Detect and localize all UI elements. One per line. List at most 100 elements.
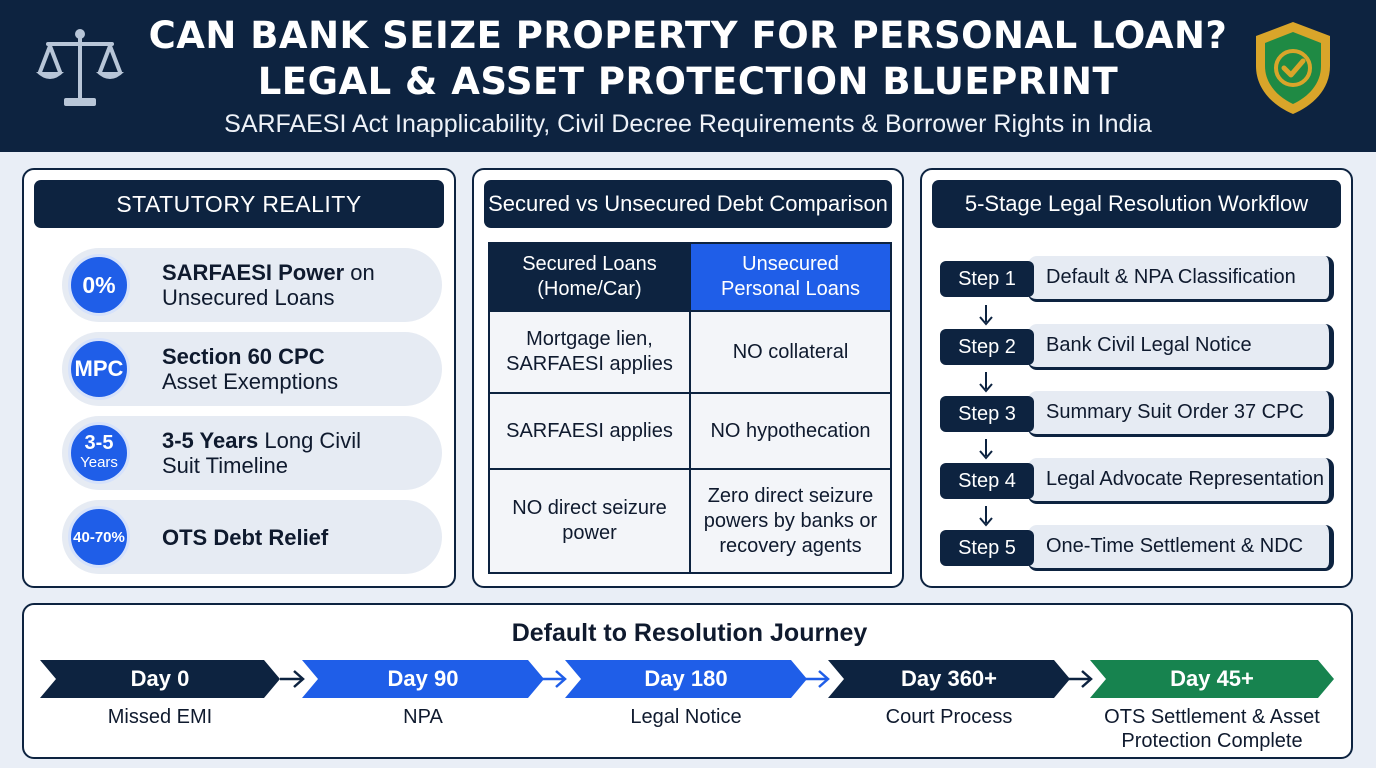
arrow-right-icon [280,670,305,688]
arrow-down-icon [979,439,993,460]
arrow-down-icon [979,372,993,393]
workflow-step: One-Time Settlement & NDC Step 5 [940,525,1336,571]
stat-bold-text: 3-5 Years [162,428,259,453]
stat-item: 40-70% OTS Debt Relief [62,500,442,574]
stat-line2-text: Asset Exemptions [162,369,339,394]
column-header-unsecured: Unsecured Personal Loans [689,242,892,312]
workflow-step-label: Step 1 [940,261,1034,297]
journey-stage-day: Day 90 [302,660,544,698]
workflow-step-label: Step 2 [940,329,1034,365]
stat-badge: 3-5 Years [68,422,130,484]
arrow-right-icon [542,670,567,688]
journey-stage-day: Day 360+ [828,660,1070,698]
stat-line2-text: Unsecured Loans [162,285,335,310]
debt-comparison-panel: Secured vs Unsecured Debt Comparison Sec… [472,168,904,588]
header-line: (Home/Car) [537,278,642,300]
cell-line: NO collateral [732,340,849,363]
panel-heading: 5-Stage Legal Resolution Workflow [932,180,1341,228]
stat-bold-text: Section 60 CPC [162,344,325,369]
header-banner: CAN BANK SEIZE PROPERTY FOR PERSONAL LOA… [0,0,1376,152]
stat-rest-text: Long Civil [258,428,361,453]
stat-badge: 40-70% [68,506,130,568]
legal-workflow-panel: 5-Stage Legal Resolution Workflow Defaul… [920,168,1353,588]
workflow-step: Summary Suit Order 37 CPC Step 3 [940,391,1336,437]
header-line: Unsecured [742,253,839,275]
table-cell-secured: NO direct seizure power [488,468,691,574]
table-header-row: Secured Loans (Home/Car) Unsecured Perso… [488,242,892,312]
stat-line2-text: Suit Timeline [162,453,288,478]
page-title-line-2: LEGAL & ASSET PROTECTION BLUEPRINT [257,60,1119,103]
cell-line: SARFAESI applies [506,419,673,442]
workflow-step: Legal Advocate Representation Step 4 [940,458,1336,504]
workflow-step-text: Bank Civil Legal Notice [1028,324,1334,370]
scales-of-justice-icon [36,29,124,106]
journey-stage-label: OTS Settlement & Asset Protection Comple… [1092,705,1332,753]
stat-badge: MPC [68,338,130,400]
panel-heading: STATUTORY REALITY [34,180,444,228]
workflow-step-text: Summary Suit Order 37 CPC [1028,391,1334,437]
journey-stage-label-line: Protection Complete [1121,730,1303,752]
table-cell-secured: SARFAESI applies [488,392,691,470]
resolution-journey-panel: Default to Resolution Journey Day 0 Day … [22,603,1353,759]
arrow-right-icon [805,670,830,688]
workflow-step-text: Default & NPA Classification [1028,256,1334,302]
journey-stage-label: NPA [403,706,443,728]
workflow-step-label: Step 3 [940,396,1034,432]
workflow-step-text: Legal Advocate Representation [1028,458,1334,504]
stat-rest-text: on [344,260,375,285]
workflow-step: Bank Civil Legal Notice Step 2 [940,324,1336,370]
stat-text: OTS Debt Relief [162,500,328,574]
workflow-step-label: Step 4 [940,463,1034,499]
stat-badge-unit: Years [80,454,118,471]
workflow-step-text: One-Time Settlement & NDC [1028,525,1334,571]
journey-stage-day: Day 45+ [1090,660,1334,698]
cell-line: powers by banks or [703,509,878,532]
arrow-right-icon [1068,670,1093,688]
arrow-down-icon [979,506,993,527]
journey-stage-label-line: OTS Settlement & Asset [1104,706,1320,728]
arrow-down-icon [979,305,993,326]
cell-line: NO hypothecation [710,419,871,442]
comparison-table: Secured Loans (Home/Car) Unsecured Perso… [488,242,892,574]
stat-badge-value: 3-5 [84,432,114,454]
journey-stage-label: Court Process [885,706,1013,728]
column-header-secured: Secured Loans (Home/Car) [488,242,691,312]
journey-stage-day: Day 180 [565,660,807,698]
page-subtitle: SARFAESI Act Inapplicability, Civil Decr… [224,110,1152,138]
journey-title: Default to Resolution Journey [511,619,868,647]
stat-badge-value: MPC [74,356,124,381]
stat-badge-value: 40-70% [73,528,125,546]
stat-bold-text: OTS Debt Relief [162,524,329,550]
workflow-step-label: Step 5 [940,530,1034,566]
header-line: Secured Loans [522,253,657,275]
table-row: NO direct seizure power Zero direct seiz… [488,468,892,574]
shield-check-icon [1256,22,1330,114]
stat-badge-value: 0% [82,271,116,298]
header-line: Personal Loans [721,278,860,300]
panel-heading: Secured vs Unsecured Debt Comparison [484,180,892,228]
workflow-step: Default & NPA Classification Step 1 [940,256,1336,302]
cell-line: power [562,522,617,544]
stat-bold-text: SARFAESI Power [162,260,345,285]
table-row: SARFAESI applies NO hypothecation [488,392,892,470]
cell-line: SARFAESI applies [506,353,673,375]
cell-line: recovery agents [719,534,862,557]
page-title-line-1: CAN BANK SEIZE PROPERTY FOR PERSONAL LOA… [148,14,1228,57]
journey-stage-day: Day 0 [40,660,280,698]
cell-line: NO direct seizure [512,497,667,519]
table-cell-secured: Mortgage lien, SARFAESI applies [488,310,691,394]
table-cell-unsecured: NO hypothecation [689,392,892,470]
stat-badge: 0% [68,254,130,316]
cell-line: Zero direct seizure [707,484,874,507]
journey-stage-label: Missed EMI [107,706,213,728]
journey-stage-label: Legal Notice [630,706,742,728]
table-cell-unsecured: Zero direct seizure powers by banks or r… [689,468,892,574]
table-cell-unsecured: NO collateral [689,310,892,394]
table-row: Mortgage lien, SARFAESI applies NO colla… [488,310,892,394]
